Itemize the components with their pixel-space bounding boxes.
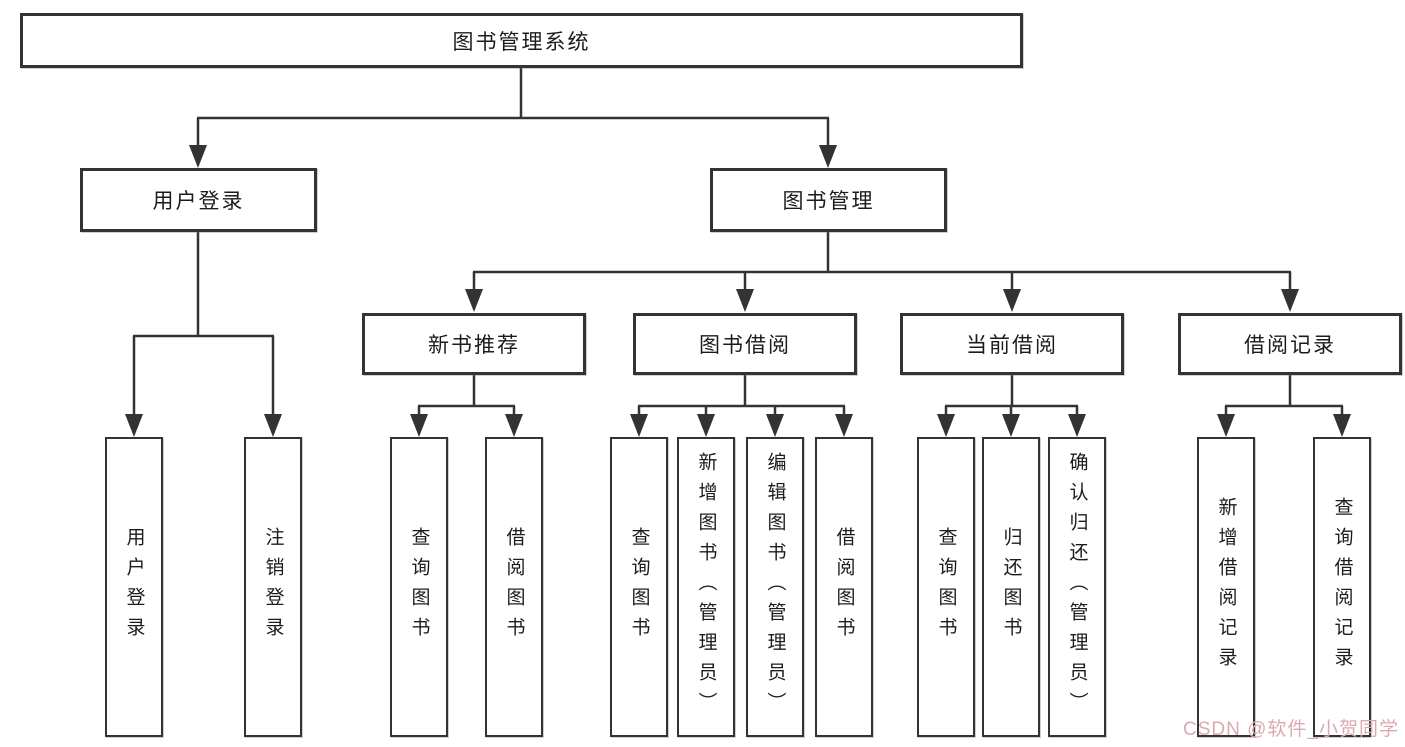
connector-book-borrow-lines <box>637 375 846 415</box>
leaf-add-book-admin: 新增图书（管理员） <box>677 437 735 737</box>
leaf-query-books-borrow-label: 查询图书 <box>628 527 650 647</box>
node-user-login: 用户登录 <box>80 168 317 232</box>
arrowheads-borrow-records <box>1217 414 1351 437</box>
node-current-borrow: 当前借阅 <box>900 313 1124 375</box>
connector-new-book-lines <box>417 375 516 415</box>
leaf-query-books-current: 查询图书 <box>917 437 975 737</box>
leaf-user-login-label: 用户登录 <box>123 527 145 647</box>
arrowheads-new-book <box>410 414 523 437</box>
connector-book-management-lines <box>472 232 1292 290</box>
node-current-borrow-label: 当前借阅 <box>966 334 1058 357</box>
node-borrow-records: 借阅记录 <box>1178 313 1402 375</box>
leaf-add-book-admin-label: 新增图书（管理员） <box>695 452 717 722</box>
node-user-login-label: 用户登录 <box>152 190 245 213</box>
node-borrow-records-label: 借阅记录 <box>1244 334 1336 357</box>
node-new-book-recommend: 新书推荐 <box>362 313 586 375</box>
arrowheads-current-borrow <box>937 414 1086 437</box>
leaf-confirm-return-admin: 确认归还（管理员） <box>1048 437 1106 737</box>
arrowheads-root <box>189 145 837 168</box>
node-root-label: 图书管理系统 <box>452 30 591 54</box>
leaf-borrow-books-recommend-label: 借阅图书 <box>503 527 525 647</box>
leaf-borrow-books: 借阅图书 <box>815 437 873 737</box>
node-root: 图书管理系统 <box>20 13 1023 68</box>
leaf-query-books-borrow: 查询图书 <box>610 437 668 737</box>
leaf-confirm-return-admin-label: 确认归还（管理员） <box>1066 452 1088 722</box>
connector-root-lines <box>196 68 830 146</box>
node-book-management-label: 图书管理 <box>782 190 875 213</box>
leaf-query-books-recommend: 查询图书 <box>390 437 448 737</box>
leaf-return-book: 归还图书 <box>982 437 1040 737</box>
leaf-edit-book-admin: 编辑图书（管理员） <box>746 437 804 737</box>
leaf-borrow-books-label: 借阅图书 <box>833 527 855 647</box>
watermark-text: CSDN @软件_小贺同学 <box>1183 719 1399 740</box>
arrowheads-user-login <box>125 414 282 437</box>
leaf-logout: 注销登录 <box>244 437 302 737</box>
arrowheads-book-management <box>465 289 1299 312</box>
node-book-borrow: 图书借阅 <box>633 313 857 375</box>
connector-borrow-records-lines <box>1224 375 1344 415</box>
leaf-add-borrow-record: 新增借阅记录 <box>1197 437 1255 737</box>
leaf-user-login: 用户登录 <box>105 437 163 737</box>
leaf-query-borrow-record-label: 查询借阅记录 <box>1331 497 1353 677</box>
node-book-management: 图书管理 <box>710 168 947 232</box>
leaf-query-books-current-label: 查询图书 <box>935 527 957 647</box>
arrowheads-book-borrow <box>630 414 853 437</box>
node-book-borrow-label: 图书借阅 <box>699 334 791 357</box>
leaf-return-book-label: 归还图书 <box>1000 527 1022 647</box>
leaf-query-borrow-record: 查询借阅记录 <box>1313 437 1371 737</box>
leaf-add-borrow-record-label: 新增借阅记录 <box>1215 497 1237 677</box>
node-new-book-recommend-label: 新书推荐 <box>428 334 520 357</box>
leaf-query-books-recommend-label: 查询图书 <box>408 527 430 647</box>
leaf-edit-book-admin-label: 编辑图书（管理员） <box>764 452 786 722</box>
leaf-logout-label: 注销登录 <box>262 527 284 647</box>
connector-user-login-lines <box>132 232 275 415</box>
connector-current-borrow-lines <box>944 375 1079 415</box>
leaf-borrow-books-recommend: 借阅图书 <box>485 437 543 737</box>
